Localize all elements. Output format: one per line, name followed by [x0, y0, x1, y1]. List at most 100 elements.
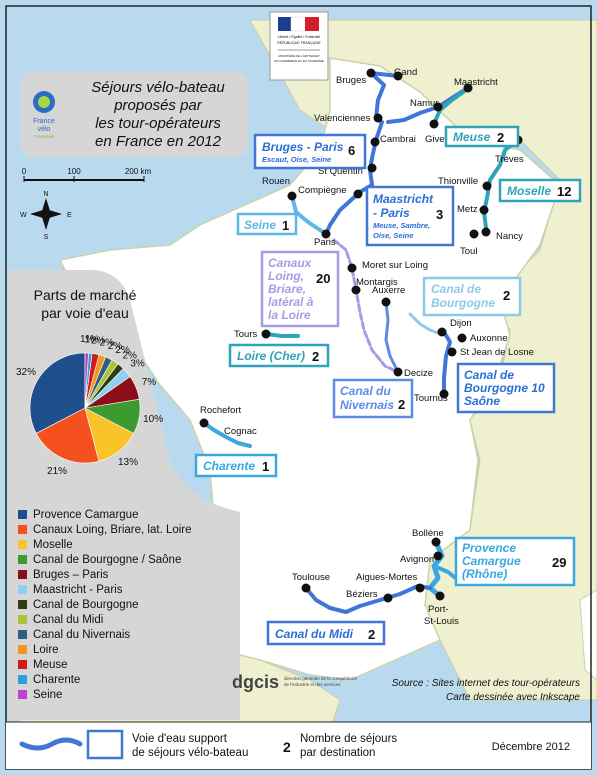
city-namur: Namur	[410, 98, 439, 109]
legend-swatch-1	[18, 525, 27, 534]
count-charente: 1	[262, 459, 269, 474]
box-moselle	[498, 178, 582, 203]
city-paris: Paris	[314, 237, 336, 248]
city-montargis: Montargis	[356, 277, 398, 288]
label-moselle: Moselle	[507, 184, 551, 198]
dot-nancy	[481, 227, 491, 237]
legend-label-1: Canaux Loing, Briare, lat. Loire	[33, 524, 192, 536]
pie-slice-1	[35, 407, 100, 464]
city-auxerre: Auxerre	[372, 285, 405, 296]
legend-swatch-8	[18, 630, 27, 639]
box-saone	[456, 362, 556, 414]
dot-cambrai	[370, 137, 380, 147]
dot-rochefort	[199, 418, 209, 428]
pie-label-5: 3%	[130, 358, 145, 369]
label-midi: Canal du Midi	[275, 627, 354, 641]
pie-label-6: 2%	[123, 350, 138, 361]
title-line-3: les tour-opérateurs	[95, 115, 221, 132]
city-cognac: Cognac	[224, 426, 257, 437]
count-maastricht-paris: 3	[436, 207, 443, 222]
dot-dijon	[437, 327, 447, 337]
legend-label-6: Canal de Bourgogne	[33, 599, 139, 611]
legend-swatch-9	[18, 645, 27, 654]
label-maastricht-2: - Paris	[373, 206, 410, 220]
scale-label-0: 0	[22, 167, 27, 176]
legend-date: Décembre 2012	[492, 741, 570, 753]
city-dots	[199, 68, 523, 603]
route-rhone-east	[432, 564, 460, 582]
city-treves: Trèves	[495, 154, 524, 165]
dot-stquentin	[367, 163, 377, 173]
logo-tourisme: TOURISME	[33, 134, 54, 139]
pie-panel: Parts de marché par voie d'eau 32%21%13%…	[8, 270, 240, 720]
dot-maastricht	[463, 83, 473, 93]
legend-label-9: Loire	[33, 644, 59, 656]
city-tournus: Tournus	[414, 393, 448, 404]
route-saone	[442, 330, 452, 396]
dot-toulouse	[301, 583, 311, 593]
dot-metz	[479, 205, 489, 215]
label-bruges-paris: Bruges - Paris	[262, 140, 344, 154]
dot-namur	[433, 102, 443, 112]
compass-w: W	[20, 212, 27, 219]
label-seine: Seine	[244, 218, 276, 232]
label-camargue-1: Provence	[462, 541, 516, 555]
dgcis-line-1: direction générale de la compétitivité	[284, 676, 358, 681]
label-saone-2: Bourgogne 10	[464, 381, 545, 395]
box-camargue	[454, 536, 576, 587]
label-meuse: Meuse	[453, 130, 491, 144]
dot-montargis	[351, 285, 361, 295]
city-thionville: Thionville	[438, 176, 478, 187]
label-nivernais-2: Nivernais	[340, 398, 394, 412]
label-camargue-3: (Rhône)	[462, 567, 507, 581]
label-loing-1: Canaux	[268, 256, 313, 270]
ministry-republique: RÉPUBLIQUE FRANÇAISE	[277, 40, 321, 45]
legend-swatch-5	[18, 585, 27, 594]
city-maastricht: Maastricht	[454, 77, 498, 88]
label-loing-4: latéral à	[268, 295, 314, 309]
label-saone-3: Saône	[464, 394, 500, 408]
dgcis-logo: dgcis	[232, 672, 279, 692]
box-bruges-paris	[253, 133, 367, 170]
legend-label-0: Provence Camargue	[33, 509, 138, 521]
pie-label-0: 32%	[16, 367, 36, 378]
dot-port-st-louis	[435, 591, 445, 601]
pie-label-11: 1%	[84, 334, 99, 345]
count-camargue: 29	[552, 555, 566, 570]
city-labels: Bruges Gand Maastricht Namur Valencienne…	[200, 67, 534, 627]
route-loing	[332, 238, 400, 374]
logo-france: France	[33, 118, 55, 125]
label-loing-2: Loing,	[268, 269, 304, 283]
pie-label-4: 7%	[142, 377, 157, 388]
pie-chart	[29, 352, 141, 464]
pie-label-9: 2%	[100, 338, 115, 349]
city-toul: Toul	[460, 246, 477, 257]
legend-swatch-7	[18, 615, 27, 624]
city-gand: Gand	[394, 67, 417, 78]
pie-title-1: Parts de marché	[34, 287, 137, 303]
dot-decize	[393, 367, 403, 377]
legend-swatch-2	[18, 540, 27, 549]
route-nivernais	[384, 300, 400, 374]
count-bruges-paris: 6	[348, 143, 355, 158]
route-loire	[264, 332, 300, 338]
route-bourgogne	[408, 312, 443, 336]
dot-beziers	[383, 593, 393, 603]
label-saone-1: Canal de	[464, 368, 514, 382]
legend-label-2: Moselle	[33, 539, 73, 551]
box-bourgogne	[422, 276, 522, 317]
label-maastricht-sub-1: Meuse, Sambre,	[373, 221, 430, 230]
legend-nombre-2: par destination	[300, 747, 375, 759]
box-meuse	[444, 125, 520, 148]
pie-label-3: 10%	[143, 414, 163, 425]
route-bruges-paris	[324, 71, 386, 236]
ministry-logo: Liberté • Égalité • Fraternité RÉPUBLIQU…	[269, 11, 329, 81]
city-cambrai: Cambrai	[380, 134, 416, 145]
ministry-name-2: DU COMMERCE ET DU TOURISME	[274, 59, 323, 63]
dgcis-line-2: de l'industrie et des services	[284, 682, 341, 687]
ministry-motto: Liberté • Égalité • Fraternité	[278, 34, 321, 39]
box-maastricht-paris	[365, 185, 455, 247]
dot-valenciennes	[373, 113, 383, 123]
